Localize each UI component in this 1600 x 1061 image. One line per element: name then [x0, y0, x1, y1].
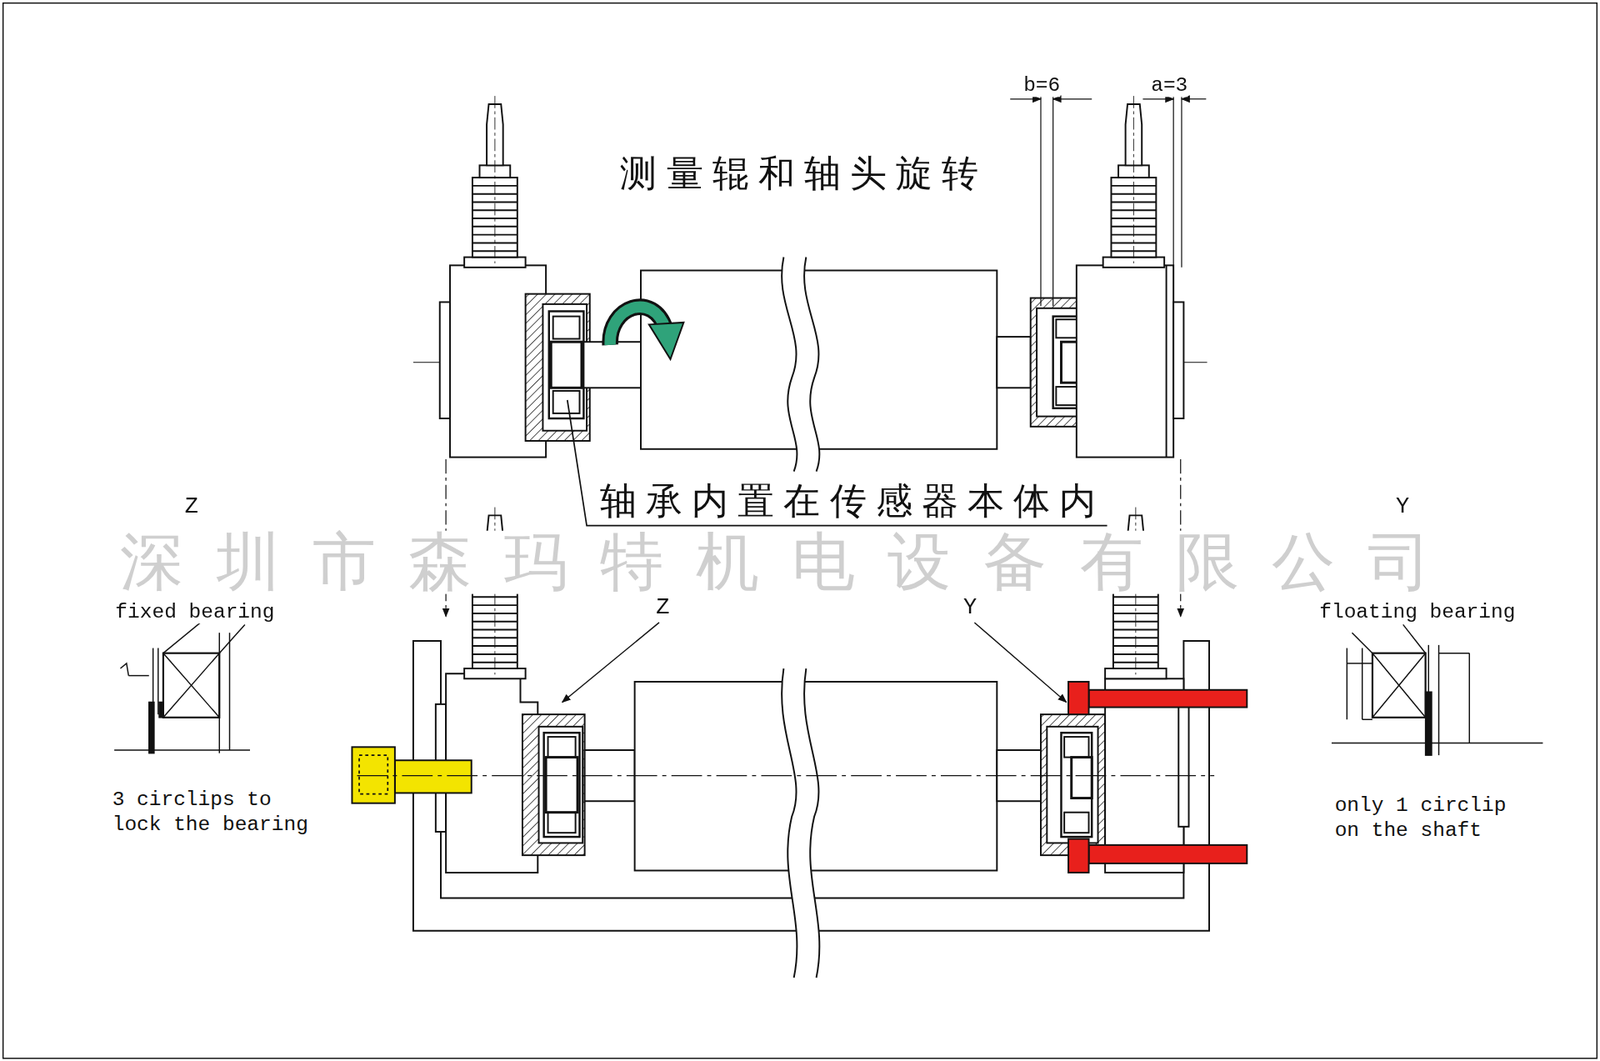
section-heading: 测量辊和轴头旋转: [620, 155, 988, 192]
detail-note: 3 circlips to lock the bearing: [112, 787, 317, 837]
detail-title: fixed bearing: [115, 600, 275, 624]
detail-title: floating bearing: [1319, 600, 1515, 624]
detail-letter: Z: [185, 494, 199, 520]
detail-letter: Y: [1395, 494, 1410, 520]
watermark: 深圳市森玛特机电设备有限公司: [120, 530, 1463, 595]
fixed-bearing-detail: [114, 615, 250, 753]
page-border: [3, 3, 1598, 1059]
detail-note: only 1 circlip on the shaft: [1335, 794, 1519, 844]
callout-letter: Y: [963, 595, 977, 621]
dimension-label: a=3: [1150, 73, 1188, 97]
floating-bearing-detail: [1331, 624, 1543, 755]
dimension-label: b=6: [1023, 73, 1060, 97]
callout-letter: Z: [655, 595, 670, 621]
callout-note: 轴承内置在传感器本体内: [600, 482, 1105, 520]
